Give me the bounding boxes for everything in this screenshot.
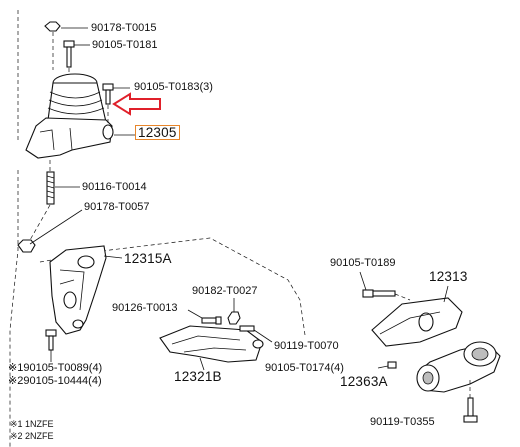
label-nut-90182-T0027: 90182-T0027 xyxy=(192,285,258,297)
label-bracket-12321B: 12321B xyxy=(174,369,222,384)
label-stud: 90116-T0014 xyxy=(82,181,147,193)
nut-90178-T0057 xyxy=(17,209,83,253)
bolt-90119-T0355 xyxy=(463,380,478,423)
label-bolt-90105-T0174: 90105-T0174(4) xyxy=(265,362,344,374)
bracket-12313 xyxy=(371,285,463,347)
label-bolt-mount: 90105-T0183(3) xyxy=(134,81,213,93)
stud-bolt xyxy=(46,171,80,205)
bolt-90105-T0189 xyxy=(359,271,411,301)
bolt-90126-T0013 xyxy=(187,309,222,325)
label-bolt-90105-T0189: 90105-T0189 xyxy=(330,257,396,269)
footnote-1nzfe: ※1 1NZFE xyxy=(10,419,54,429)
label-bolt-2nzfe: ※290105-10444(4) xyxy=(8,375,102,387)
label-engine-mount-highlighted: 12305 xyxy=(135,125,180,140)
bracket-12315A xyxy=(49,245,123,335)
footnote-2nzfe: ※2 2NZFE xyxy=(10,431,54,441)
top-bolt xyxy=(63,40,90,68)
label-bolt-1nzfe: ※190105-T0089(4) xyxy=(8,362,103,374)
engine-mount-12305 xyxy=(25,73,135,159)
label-bolt-90119-T0070: 90119-T0070 xyxy=(274,340,339,352)
label-bolt-90126-T0013: 90126-T0013 xyxy=(112,302,178,314)
bolt-90105-T0174 xyxy=(377,361,397,369)
label-bracket-12313: 12313 xyxy=(429,269,468,284)
nut-90182-T0027 xyxy=(227,298,241,325)
label-bolt-90119-T0355: 90119-T0355 xyxy=(370,416,435,428)
bolt-90105-T0089 xyxy=(45,329,57,362)
highlight-arrow xyxy=(112,92,161,116)
bolt-90105-T0183 xyxy=(102,83,130,124)
top-nut xyxy=(44,21,88,32)
bolt-90119-T0070 xyxy=(239,325,273,343)
bracket-12321B xyxy=(159,325,264,371)
label-bracket-12315A: 12315A xyxy=(124,251,172,266)
label-torque-rod-12363A: 12363A xyxy=(340,374,388,389)
label-bolt-top: 90105-T0181 xyxy=(92,39,158,51)
label-nut-top: 90178-T0015 xyxy=(91,22,157,34)
torque-rod-12363A xyxy=(416,341,501,393)
label-nut-lower: 90178-T0057 xyxy=(84,201,150,213)
